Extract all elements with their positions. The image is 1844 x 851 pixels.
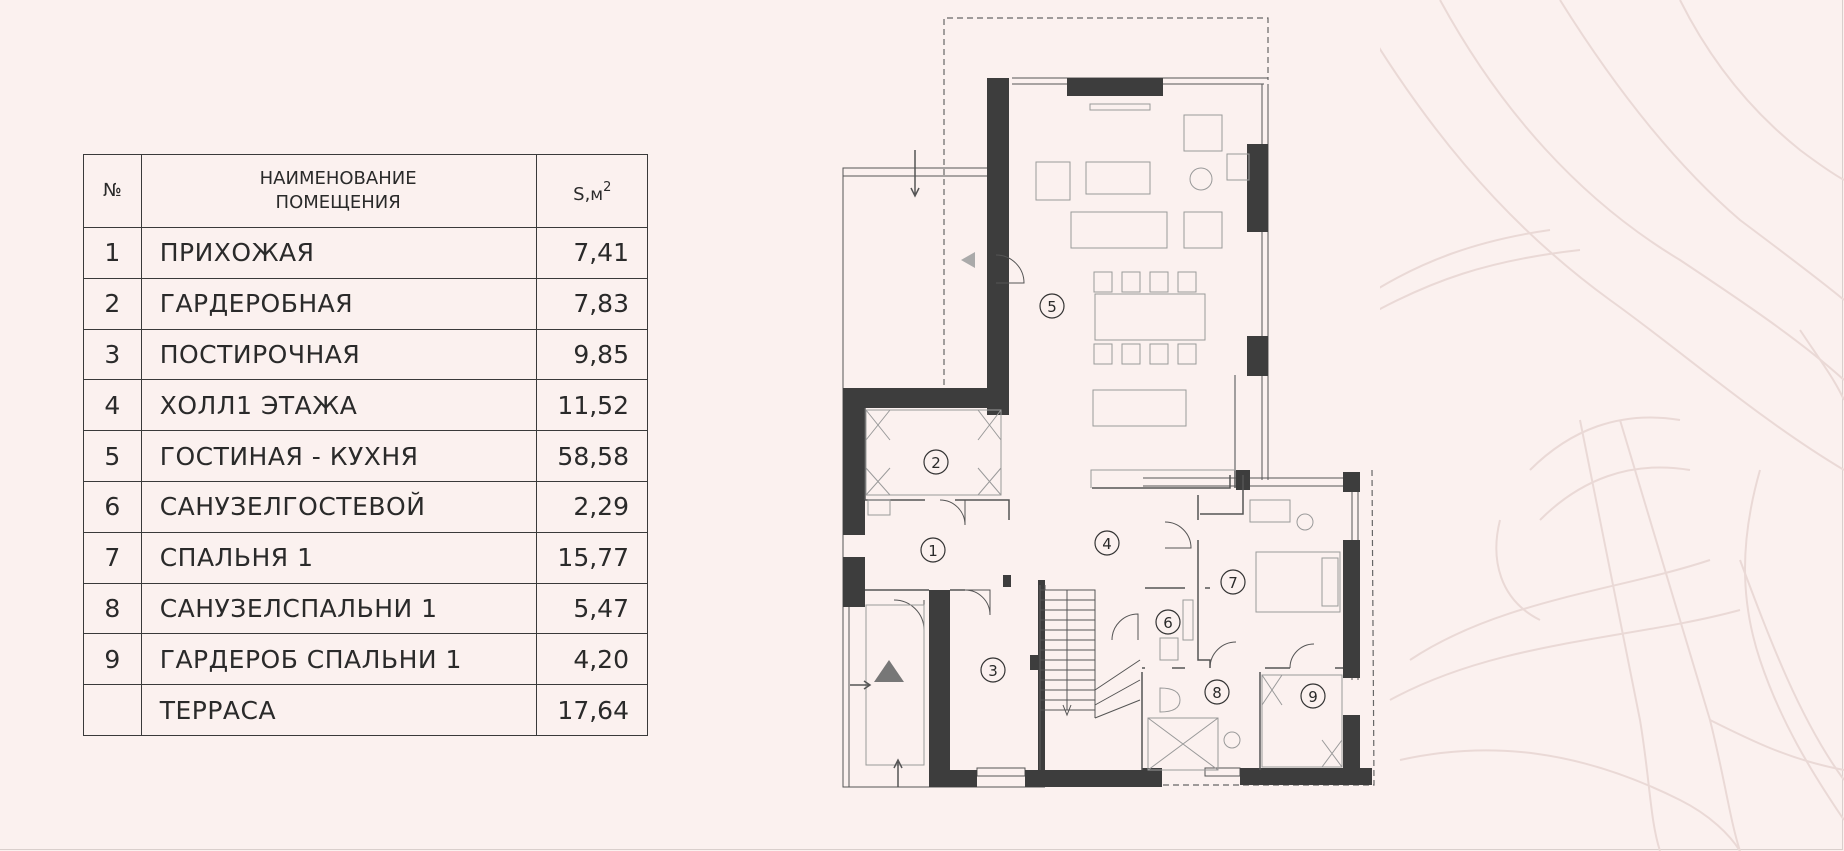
floor-plan: 1 2 3 4 5 6 7 8 9 [842, 17, 1375, 788]
row-area: 11,52 [535, 379, 649, 432]
entrance-markers [850, 150, 975, 787]
row-area: 5,47 [535, 582, 649, 635]
row-number: 9 [83, 633, 142, 686]
row-area: 4,20 [535, 633, 649, 686]
room-marker-3: 3 [980, 657, 1006, 683]
table-row: 7 СПАЛЬНЯ 1 15,77 [83, 531, 649, 584]
row-number: 5 [83, 430, 142, 482]
room-marker-2: 2 [923, 449, 949, 475]
room-marker-5: 5 [1039, 293, 1065, 319]
svg-text:4: 4 [1102, 535, 1112, 553]
window-frames [842, 77, 1359, 788]
row-room-name: САНУЗЕЛСПАЛЬНИ 1 [140, 582, 537, 635]
row-number: 6 [83, 480, 142, 533]
table-row: 6 САНУЗЕЛГОСТЕВОЙ 2,29 [83, 480, 649, 533]
walls [843, 78, 1372, 787]
furniture [865, 103, 1343, 771]
header-room-name: НАИМЕНОВАНИЕ ПОМЕЩЕНИЯ [140, 154, 537, 228]
svg-text:1: 1 [928, 542, 938, 560]
row-area: 9,85 [535, 328, 649, 381]
row-number: 1 [83, 227, 142, 279]
svg-text:3: 3 [988, 662, 998, 680]
svg-text:5: 5 [1047, 298, 1057, 316]
door-swings [893, 254, 1315, 669]
row-area: 2,29 [535, 480, 649, 533]
table-row: 1 ПРИХОЖАЯ 7,41 [83, 227, 649, 279]
row-area: 15,77 [535, 531, 649, 584]
room-marker-7: 7 [1220, 569, 1246, 595]
room-marker-9: 9 [1300, 683, 1326, 709]
terrace-outline [943, 17, 1375, 786]
table-header-row: № НАИМЕНОВАНИЕ ПОМЕЩЕНИЯ S,м2 [83, 154, 649, 228]
rooms-table: № НАИМЕНОВАНИЕ ПОМЕЩЕНИЯ S,м2 1 ПРИХОЖАЯ… [83, 154, 649, 736]
staircase [1040, 589, 1141, 719]
header-number: № [83, 154, 142, 228]
row-room-name: ТЕРРАСА [140, 684, 537, 736]
table-row: 4 ХОЛЛ1 ЭТАЖА 11,52 [83, 379, 649, 432]
table-row: 8 САНУЗЕЛСПАЛЬНИ 1 5,47 [83, 582, 649, 635]
svg-text:6: 6 [1163, 614, 1173, 632]
row-room-name: ПОСТИРОЧНАЯ [140, 328, 537, 381]
room-marker-6: 6 [1155, 609, 1181, 635]
row-room-name: ХОЛЛ1 ЭТАЖА [140, 379, 537, 432]
row-area: 58,58 [535, 430, 649, 482]
svg-text:9: 9 [1308, 688, 1318, 706]
row-room-name: ГАРДЕРОБНАЯ [140, 277, 537, 330]
row-number: 4 [83, 379, 142, 432]
decorative-ornament [1380, 0, 1844, 851]
row-room-name: ПРИХОЖАЯ [140, 227, 537, 279]
table-row: 5 ГОСТИНАЯ - КУХНЯ 58,58 [83, 430, 649, 482]
row-room-name: ГАРДЕРОБ СПАЛЬНИ 1 [140, 633, 537, 686]
room-marker-8: 8 [1204, 679, 1230, 705]
table-row: 2 ГАРДЕРОБНАЯ 7,83 [83, 277, 649, 330]
room-marker-1: 1 [920, 537, 946, 563]
row-number: 8 [83, 582, 142, 635]
table-row: 9 ГАРДЕРОБ СПАЛЬНИ 1 4,20 [83, 633, 649, 686]
row-area: 17,64 [535, 684, 649, 736]
row-area: 7,41 [535, 227, 649, 279]
row-room-name: САНУЗЕЛГОСТЕВОЙ [140, 480, 537, 533]
row-number: 7 [83, 531, 142, 584]
row-area: 7,83 [535, 277, 649, 330]
svg-text:8: 8 [1212, 684, 1222, 702]
row-number: 2 [83, 277, 142, 330]
row-number [83, 684, 142, 736]
table-row: ТЕРРАСА 17,64 [83, 684, 649, 736]
row-number: 3 [83, 328, 142, 381]
header-area: S,м2 [535, 154, 649, 228]
table-row: 3 ПОСТИРОЧНАЯ 9,85 [83, 328, 649, 381]
row-room-name: ГОСТИНАЯ - КУХНЯ [140, 430, 537, 482]
svg-text:7: 7 [1228, 574, 1238, 592]
svg-text:2: 2 [931, 454, 941, 472]
room-marker-4: 4 [1094, 530, 1120, 556]
row-room-name: СПАЛЬНЯ 1 [140, 531, 537, 584]
